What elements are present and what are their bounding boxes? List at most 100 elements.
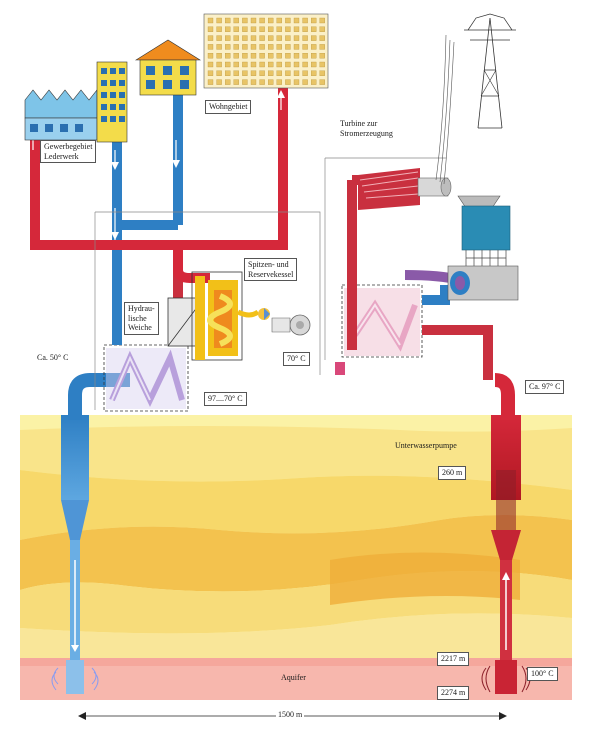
label-temp-50: Ca. 50° C bbox=[37, 353, 69, 362]
highrise-window bbox=[207, 17, 214, 24]
cold-return-pipe bbox=[68, 373, 130, 420]
highrise-window bbox=[293, 26, 300, 32]
highrise-window bbox=[242, 44, 248, 50]
highrise-window bbox=[207, 26, 214, 32]
highrise-window bbox=[311, 17, 317, 24]
label-wohngebiet: Wohngebiet bbox=[205, 100, 252, 114]
highrise-window bbox=[276, 35, 282, 41]
hot-supply-pipe bbox=[30, 85, 288, 250]
highrise-window bbox=[268, 44, 274, 50]
highrise-window bbox=[276, 26, 282, 32]
highrise-window bbox=[268, 26, 274, 32]
highrise-window bbox=[225, 35, 231, 41]
cooling-tower-icon bbox=[447, 195, 519, 301]
highrise-window bbox=[319, 44, 325, 50]
highrise-window bbox=[225, 79, 231, 85]
highrise-window bbox=[242, 17, 248, 24]
highrise-window bbox=[311, 61, 317, 68]
highrise-window bbox=[285, 70, 291, 76]
apartment-icon bbox=[96, 61, 128, 143]
highrise-window bbox=[216, 44, 222, 50]
highrise-window bbox=[216, 17, 222, 24]
highrise-window bbox=[216, 61, 222, 68]
highrise-window bbox=[233, 44, 239, 50]
highrise-window bbox=[293, 53, 300, 59]
highrise-window bbox=[311, 79, 317, 85]
highrise-window bbox=[302, 61, 308, 68]
highrise-window bbox=[250, 26, 257, 32]
highrise-window bbox=[268, 53, 274, 59]
highrise-window bbox=[302, 26, 308, 32]
highrise-window bbox=[285, 79, 291, 85]
highrise-window bbox=[311, 35, 317, 41]
highrise-window bbox=[293, 35, 300, 41]
exchanger-box-left bbox=[103, 344, 189, 412]
highrise-window bbox=[259, 17, 265, 24]
exchanger-box-right bbox=[341, 284, 423, 358]
highrise-window bbox=[285, 35, 291, 41]
highrise-window bbox=[302, 17, 308, 24]
highrise-window bbox=[311, 26, 317, 32]
highrise-window bbox=[242, 26, 248, 32]
highrise-window bbox=[285, 53, 291, 59]
highrise-window bbox=[293, 70, 300, 76]
highrise-window bbox=[250, 35, 257, 41]
hot-riser-pipe bbox=[494, 373, 515, 420]
highrise-window bbox=[259, 44, 265, 50]
highrise-window bbox=[319, 79, 325, 85]
highrise-window bbox=[268, 35, 274, 41]
label-kessel: Spitzen- und Reservekessel bbox=[244, 258, 298, 281]
highrise-window bbox=[259, 61, 265, 68]
label-temp-97: Ca. 97° C bbox=[525, 380, 565, 394]
highrise-window bbox=[276, 70, 282, 76]
highrise-window bbox=[242, 79, 248, 85]
injection-well bbox=[51, 415, 99, 694]
label-distance: 1500 m bbox=[276, 710, 305, 719]
highrise-window bbox=[233, 35, 239, 41]
highrise-window bbox=[302, 44, 308, 50]
highrise-window bbox=[259, 70, 265, 76]
highrise-window bbox=[276, 79, 282, 85]
highrise-window bbox=[259, 53, 265, 59]
highrise-window bbox=[216, 70, 222, 76]
highrise-window bbox=[250, 53, 257, 59]
highrise-window bbox=[319, 35, 325, 41]
boiler-flame-icon bbox=[191, 271, 270, 361]
highrise-window bbox=[250, 17, 257, 24]
highrise-window bbox=[242, 53, 248, 59]
highrise-window bbox=[276, 61, 282, 68]
highrise-window bbox=[207, 44, 214, 50]
highrise-window bbox=[207, 70, 214, 76]
highrise-window bbox=[233, 26, 239, 32]
highrise-window bbox=[225, 61, 231, 68]
factory-icon bbox=[24, 89, 98, 141]
highrise-window bbox=[268, 70, 274, 76]
highrise-window bbox=[233, 53, 239, 59]
label-pumpe: Unterwasserpumpe bbox=[395, 441, 457, 450]
highrise-window bbox=[293, 79, 300, 85]
highrise-window bbox=[233, 61, 239, 68]
highrise-window bbox=[311, 44, 317, 50]
highrise-window bbox=[276, 17, 282, 24]
highrise-icon bbox=[203, 13, 329, 89]
highrise-window bbox=[216, 79, 222, 85]
highrise-window bbox=[302, 70, 308, 76]
power-pylon-icon bbox=[435, 13, 516, 185]
highrise-window bbox=[268, 17, 274, 24]
pump-icon bbox=[271, 314, 311, 336]
highrise-window bbox=[242, 61, 248, 68]
highrise-window bbox=[233, 17, 239, 24]
highrise-window bbox=[259, 79, 265, 85]
highrise-window bbox=[250, 70, 257, 76]
turbine-icon bbox=[358, 168, 452, 245]
highrise-window bbox=[225, 53, 231, 59]
highrise-window bbox=[319, 26, 325, 32]
highrise-window bbox=[319, 17, 325, 24]
highrise-window bbox=[319, 53, 325, 59]
highrise-window bbox=[268, 79, 274, 85]
highrise-window bbox=[207, 53, 214, 59]
highrise-window bbox=[250, 79, 257, 85]
label-aquifer: Aquifer bbox=[281, 673, 306, 682]
